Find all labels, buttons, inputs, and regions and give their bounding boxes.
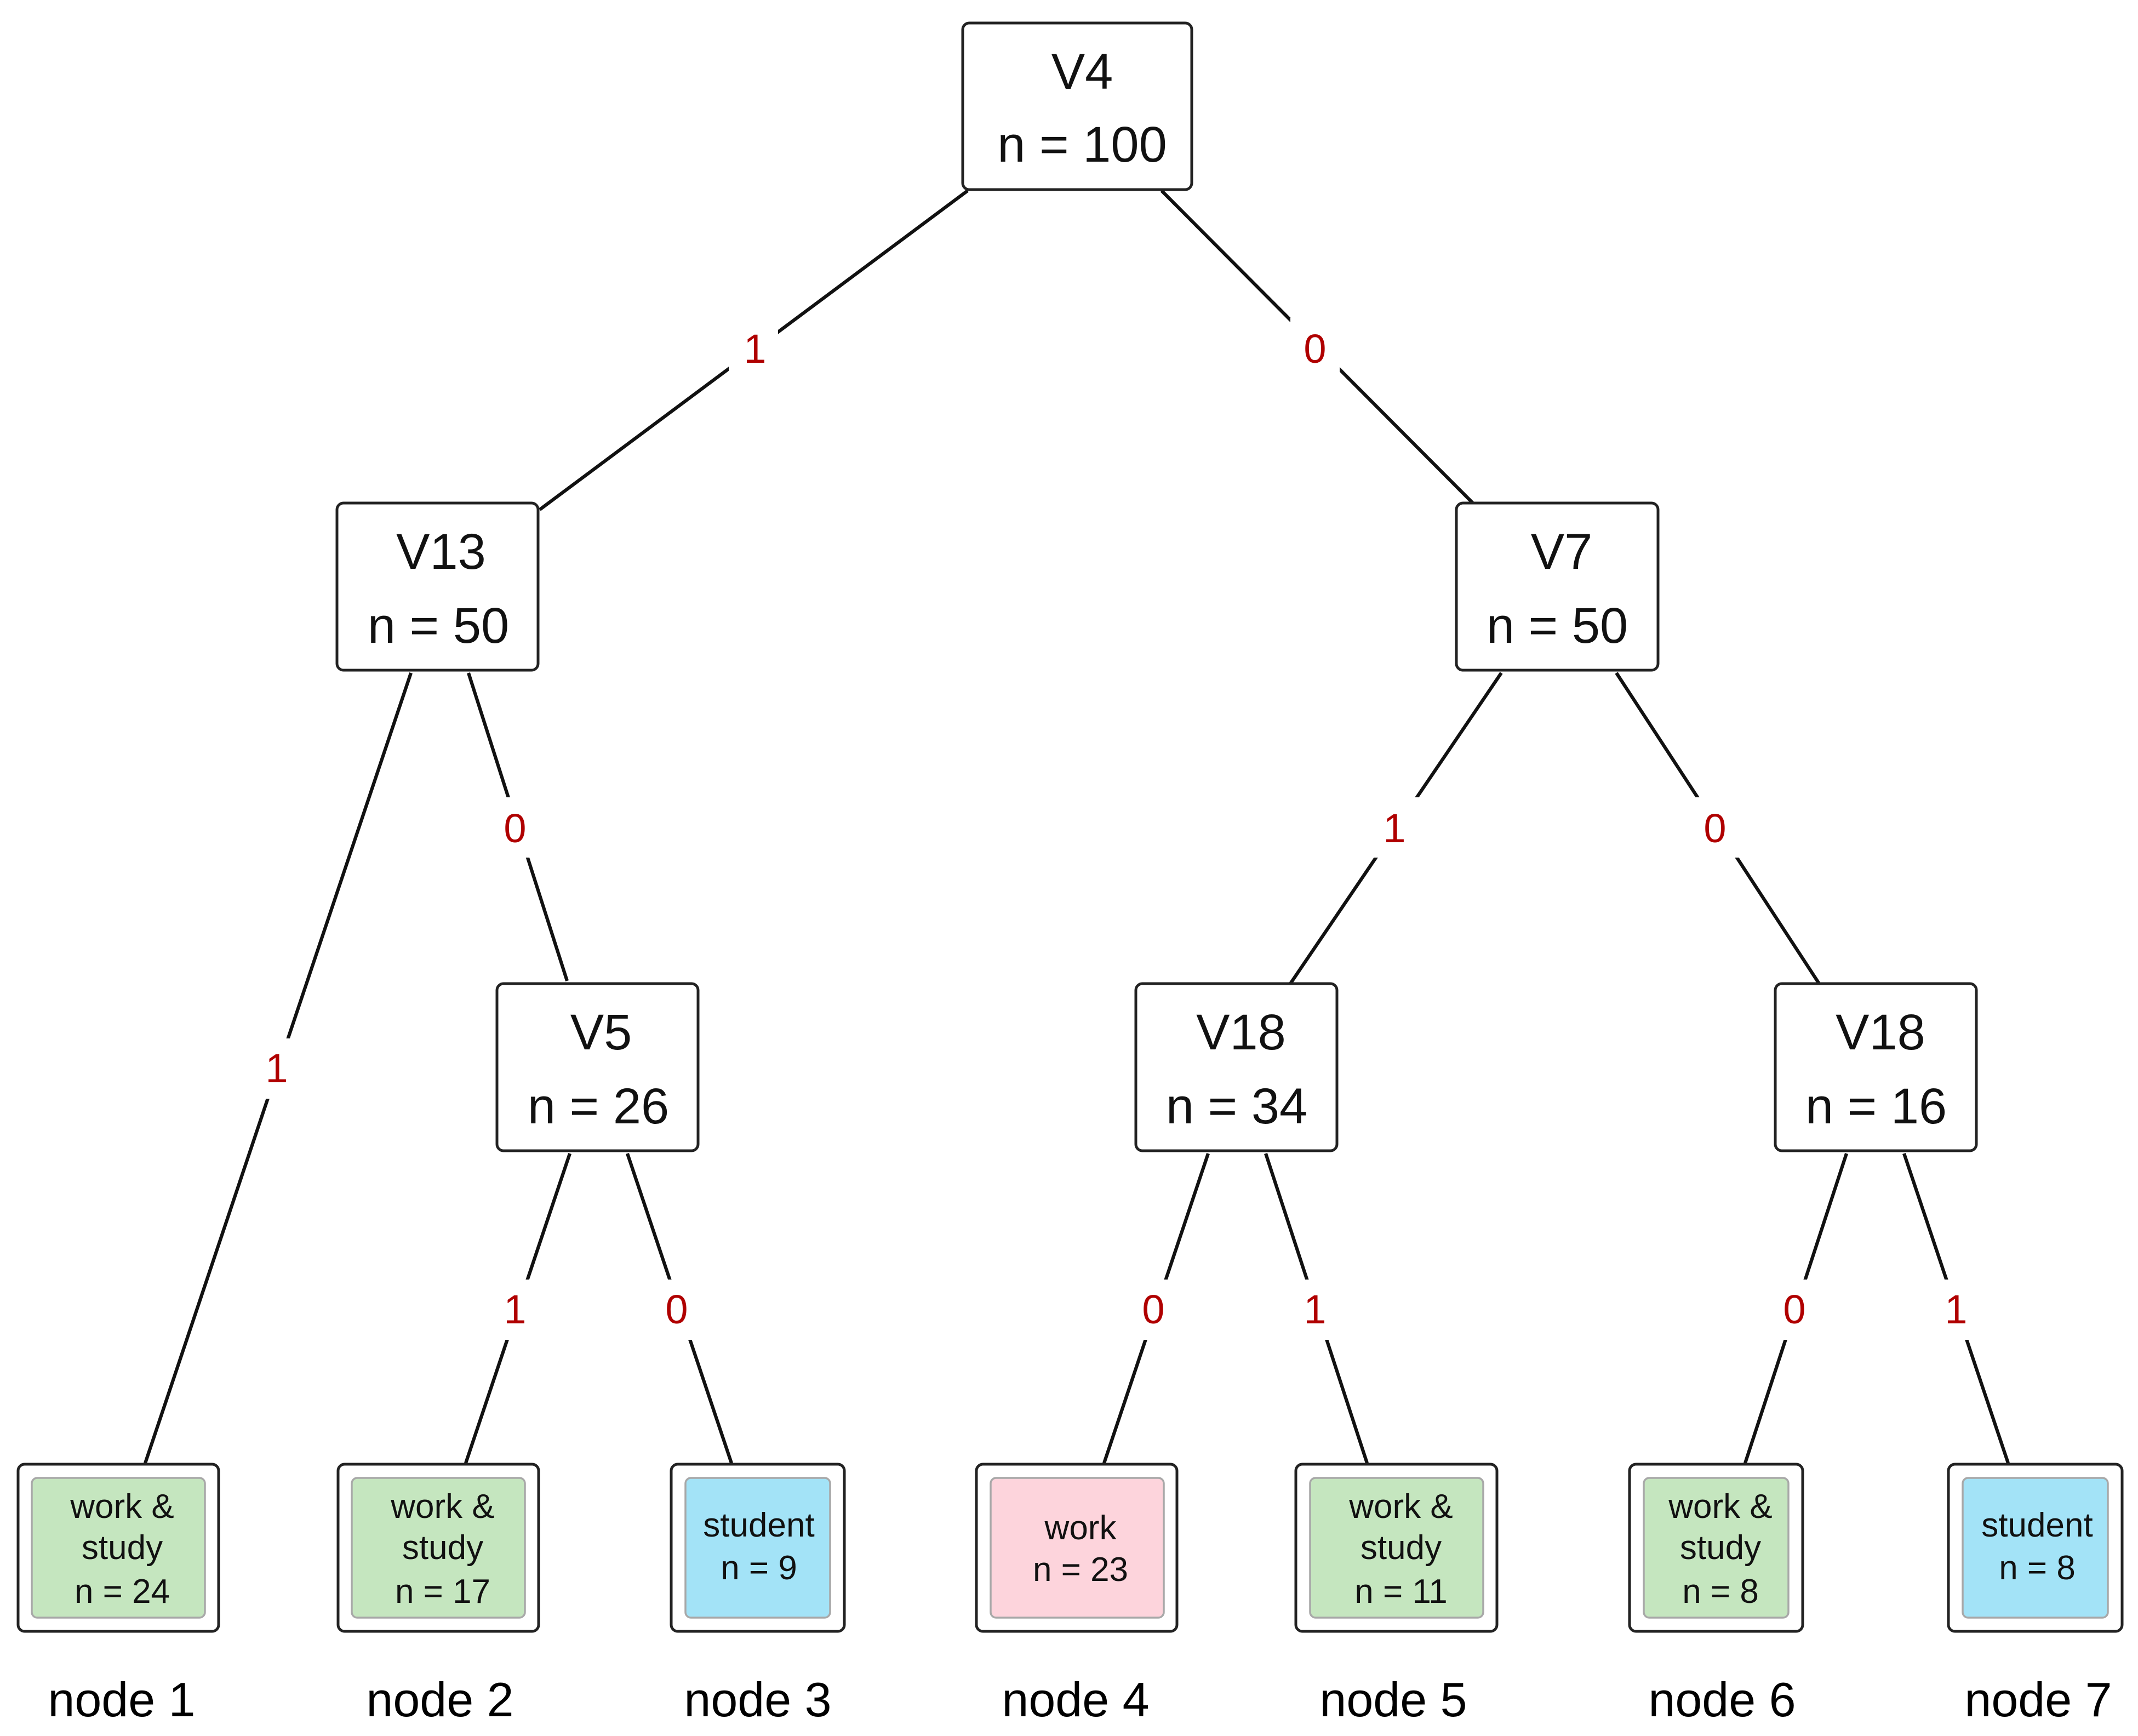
edge-label-v5-leaf3: 0: [665, 1287, 688, 1332]
leaf-node-2: work & study n = 17: [336, 1463, 540, 1633]
node-v7-var: V7: [1531, 524, 1593, 580]
node-v18b: V18 n = 16: [1774, 982, 1978, 1152]
leaf-5-line-1: work &: [1348, 1488, 1453, 1526]
node-v18b-var: V18: [1836, 1004, 1925, 1060]
leaf-6-line-2: study: [1680, 1529, 1761, 1567]
edge-labels: 1 0 1 0 1 0 1 0 0 1 0 1: [252, 318, 1981, 1340]
leaf-node-3: student n = 9: [670, 1463, 846, 1633]
leaf-1-fill: [31, 1477, 206, 1619]
edge-label-v18b-leaf7: 1: [1945, 1287, 1967, 1332]
leaf-4-fill: [990, 1477, 1165, 1619]
node-v7-n: n = 50: [1487, 598, 1628, 654]
node-v18b-n: n = 16: [1805, 1078, 1947, 1134]
leaf-6-line-3: n = 8: [1682, 1573, 1759, 1611]
node-v13-var: V13: [396, 524, 486, 580]
leaf-5-line-3: n = 11: [1354, 1573, 1448, 1611]
edge-label-v18b-leaf6: 0: [1783, 1287, 1805, 1332]
leaf-5-fill: [1309, 1477, 1484, 1619]
edge-label-root-left: 1: [744, 326, 766, 372]
leaf-7-line-2: n = 8: [1999, 1549, 2076, 1587]
node-v7: V7 n = 50: [1455, 501, 1660, 672]
node-root: V4 n = 100: [961, 21, 1193, 191]
caption-node-4: node 4: [1002, 1672, 1149, 1727]
node-root-n: n = 100: [997, 117, 1167, 173]
leaf-6-fill: [1643, 1477, 1790, 1619]
node-v18a-var: V18: [1196, 1004, 1286, 1060]
caption-node-5: node 5: [1319, 1672, 1467, 1727]
leaf-node-7: student n = 8: [1947, 1463, 2124, 1633]
leaf-3-line-1: student: [703, 1506, 814, 1544]
leaf-3-fill: [684, 1477, 831, 1619]
leaf-4-line-1: work: [1044, 1509, 1117, 1547]
caption-node-1: node 1: [48, 1672, 195, 1727]
edge-label-v13-v5: 0: [504, 806, 526, 851]
leaf-node-6: work & study n = 8: [1628, 1463, 1804, 1633]
leaf-captions: node 1 node 2 node 3 node 4 node 5 node …: [48, 1672, 2112, 1727]
node-v5-var: V5: [570, 1004, 632, 1060]
leaf-7-line-1: student: [1981, 1506, 2093, 1544]
leaf-2-line-1: work &: [390, 1488, 494, 1526]
node-v13-n: n = 50: [368, 598, 509, 654]
edge-label-root-right: 0: [1304, 326, 1326, 372]
caption-node-7: node 7: [1964, 1672, 2112, 1727]
leaf-2-line-3: n = 17: [395, 1573, 490, 1611]
leaf-5-line-2: study: [1360, 1529, 1442, 1567]
node-v5-n: n = 26: [528, 1078, 669, 1134]
node-v13: V13 n = 50: [335, 501, 540, 672]
leaf-3-line-2: n = 9: [721, 1549, 797, 1587]
leaf-2-line-2: study: [402, 1529, 483, 1567]
leaf-node-5: work & study n = 11: [1294, 1463, 1499, 1633]
leaf-1-line-3: n = 24: [75, 1573, 170, 1611]
leaf-6-line-1: work &: [1668, 1488, 1772, 1526]
edge-label-v5-leaf2: 1: [504, 1287, 526, 1332]
leaf-1-line-1: work &: [70, 1488, 174, 1526]
leaf-node-4: work n = 23: [975, 1463, 1179, 1633]
edge-label-v7-v18b: 0: [1703, 806, 1726, 851]
leaf-2-fill: [351, 1477, 526, 1619]
node-v18a: V18 n = 34: [1134, 982, 1339, 1152]
leaf-node-1: work & study n = 24: [16, 1463, 220, 1633]
edge-label-v7-v18a: 1: [1383, 806, 1405, 851]
caption-node-6: node 6: [1648, 1672, 1796, 1727]
leaf-1-line-2: study: [82, 1529, 163, 1567]
caption-node-2: node 2: [366, 1672, 513, 1727]
caption-node-3: node 3: [684, 1672, 831, 1727]
edge-label-v13-leaf1: 1: [265, 1046, 288, 1091]
leaf-7-fill: [1962, 1477, 2109, 1619]
leaf-4-line-2: n = 23: [1033, 1551, 1128, 1589]
edge-label-v18a-leaf5: 1: [1304, 1287, 1326, 1332]
node-root-var: V4: [1051, 44, 1113, 100]
edge-label-v18a-leaf4: 0: [1142, 1287, 1164, 1332]
node-v18a-n: n = 34: [1166, 1078, 1307, 1134]
node-v5: V5 n = 26: [495, 982, 700, 1152]
